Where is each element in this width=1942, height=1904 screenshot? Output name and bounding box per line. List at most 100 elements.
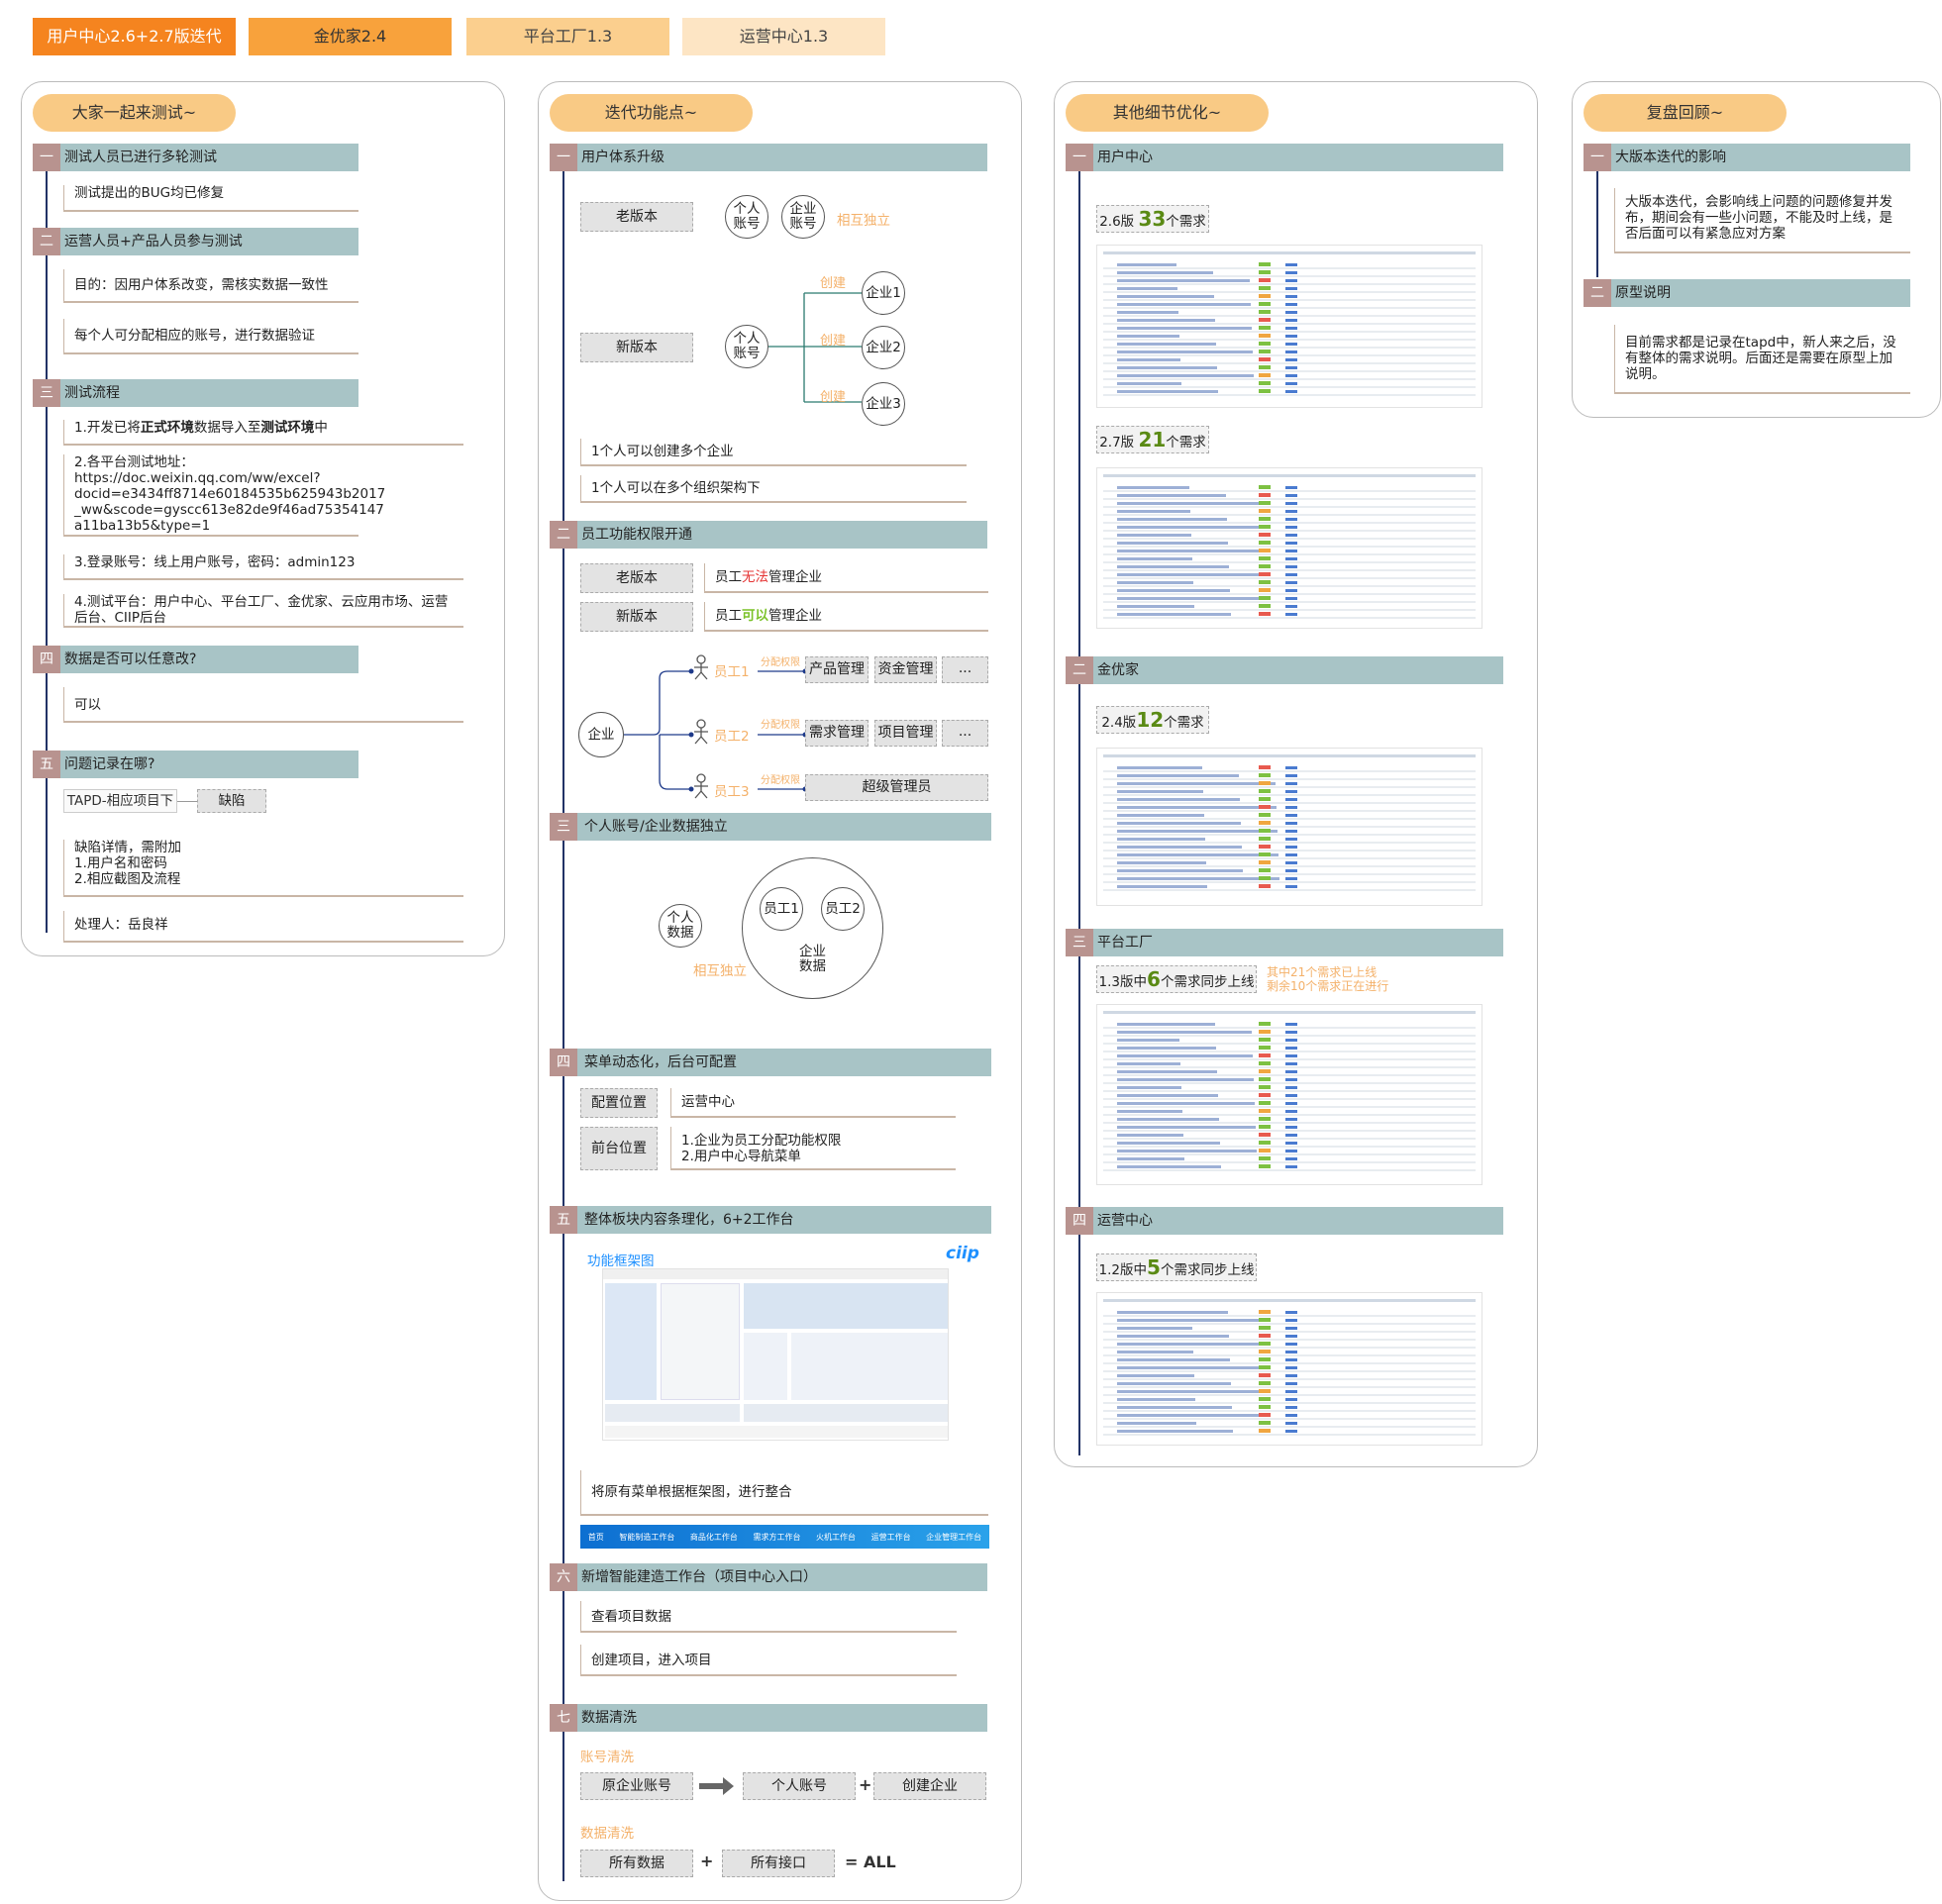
table-row — [1103, 1315, 1476, 1317]
table-row — [1103, 283, 1476, 285]
table-row — [1103, 1066, 1476, 1068]
row-link — [1285, 327, 1297, 330]
nav-item[interactable]: 商品化工作台 — [689, 1532, 738, 1542]
status-tag — [1259, 549, 1271, 552]
enterprise-node: 企业3 — [862, 382, 905, 426]
row-title — [1117, 542, 1228, 545]
row-link — [1285, 1343, 1297, 1346]
status-tag — [1259, 286, 1271, 290]
nav-item[interactable]: 火机工作台 — [816, 1532, 857, 1542]
arrow-right-icon — [699, 1777, 734, 1795]
status-tag — [1259, 845, 1271, 849]
tab-user-center[interactable]: 用户中心2.6+2.7版迭代 — [33, 18, 236, 55]
table-row — [1103, 826, 1476, 828]
section-header: 四菜单动态化，后台可配置 — [550, 1049, 991, 1076]
row-title — [1117, 319, 1215, 322]
table-row — [1103, 1082, 1476, 1084]
nav-item[interactable]: 需求方工作台 — [753, 1532, 801, 1542]
framework-diagram — [602, 1268, 949, 1441]
row-link — [1285, 1414, 1297, 1417]
row-title — [1117, 1422, 1196, 1425]
row-title — [1117, 822, 1241, 825]
tab-platform-factory[interactable]: 平台工厂1.3 — [466, 18, 669, 55]
row-link — [1285, 374, 1297, 377]
row-link — [1285, 271, 1297, 274]
nav-item[interactable]: 首页 — [587, 1532, 604, 1542]
table-row — [1103, 490, 1476, 492]
panel-title: 迭代功能点~ — [550, 94, 753, 132]
row-link — [1285, 1430, 1297, 1433]
table-row — [1103, 307, 1476, 309]
person-icon — [694, 719, 708, 745]
table-row — [1103, 601, 1476, 603]
section-header: 一用户中心 — [1066, 144, 1503, 171]
tab-jinyoujia[interactable]: 金优家2.4 — [249, 18, 452, 55]
clean-box: 所有接口 — [722, 1850, 835, 1877]
row-title — [1117, 814, 1204, 817]
nav-item[interactable]: 企业管理工作台 — [926, 1532, 982, 1542]
row-link — [1285, 502, 1297, 505]
row-title — [1117, 295, 1214, 298]
clean-box: 所有数据 — [580, 1850, 693, 1877]
permission-box: 项目管理 — [874, 720, 937, 747]
row-title — [1117, 1062, 1180, 1065]
table-row — [1103, 1114, 1476, 1116]
status-tag — [1259, 612, 1271, 616]
table-row — [1103, 1402, 1476, 1404]
row-link — [1285, 846, 1297, 849]
timeline — [1078, 158, 1080, 1455]
requirement-list-screenshot — [1096, 1292, 1482, 1446]
row-title — [1117, 1126, 1256, 1129]
row-link — [1285, 1311, 1297, 1314]
tab-operation-center[interactable]: 运营中心1.3 — [682, 18, 885, 55]
new-version-note: 员工可以管理企业 — [704, 602, 988, 632]
status-tag — [1259, 564, 1271, 568]
person-icon — [694, 654, 708, 680]
row-title — [1117, 1150, 1257, 1152]
row-title — [1117, 1054, 1253, 1057]
status-tag — [1259, 1077, 1271, 1081]
row-title — [1117, 557, 1192, 560]
status-tag — [1259, 1038, 1271, 1042]
status-tag — [1259, 1421, 1271, 1425]
status-tag — [1259, 493, 1271, 497]
row-link — [1285, 358, 1297, 361]
row-link — [1285, 869, 1297, 872]
table-row — [1103, 569, 1476, 571]
status-tag — [1259, 334, 1271, 338]
table-row — [1103, 778, 1476, 780]
row-link — [1285, 494, 1297, 497]
table-row — [1103, 323, 1476, 325]
assign-label: 分配权限 — [761, 720, 800, 731]
row-link — [1285, 1054, 1297, 1057]
row-title — [1117, 1086, 1181, 1089]
row-title — [1117, 806, 1277, 809]
row-link — [1285, 581, 1297, 584]
status-tag — [1259, 509, 1271, 513]
data-clean-label: 数据清洗 — [580, 1826, 634, 1842]
table-row — [1103, 1354, 1476, 1356]
table-row — [1103, 1146, 1476, 1148]
old-version-note: 员工无法管理企业 — [704, 563, 988, 593]
status-tag — [1259, 572, 1271, 576]
requirement-list-screenshot — [1096, 245, 1482, 408]
row-link — [1285, 534, 1297, 537]
row-link — [1285, 830, 1297, 833]
status-tag — [1259, 868, 1271, 872]
row-title — [1117, 581, 1193, 584]
row-title — [1117, 494, 1226, 497]
row-title — [1117, 846, 1242, 849]
nav-item[interactable]: 智能制造工作台 — [619, 1532, 675, 1542]
nav-item[interactable]: 运营工作台 — [870, 1532, 911, 1542]
table-header — [1103, 474, 1476, 477]
row-title — [1117, 327, 1252, 330]
row-title — [1117, 1351, 1193, 1353]
create-label: 创建 — [820, 276, 847, 291]
frame-title: 功能框架图 — [587, 1253, 655, 1269]
row-link — [1285, 343, 1297, 346]
row-title — [1117, 1102, 1255, 1105]
row-title — [1117, 597, 1267, 600]
timeline — [1596, 158, 1598, 277]
table-row — [1103, 857, 1476, 859]
enterprise-node: 企业2 — [862, 326, 905, 369]
